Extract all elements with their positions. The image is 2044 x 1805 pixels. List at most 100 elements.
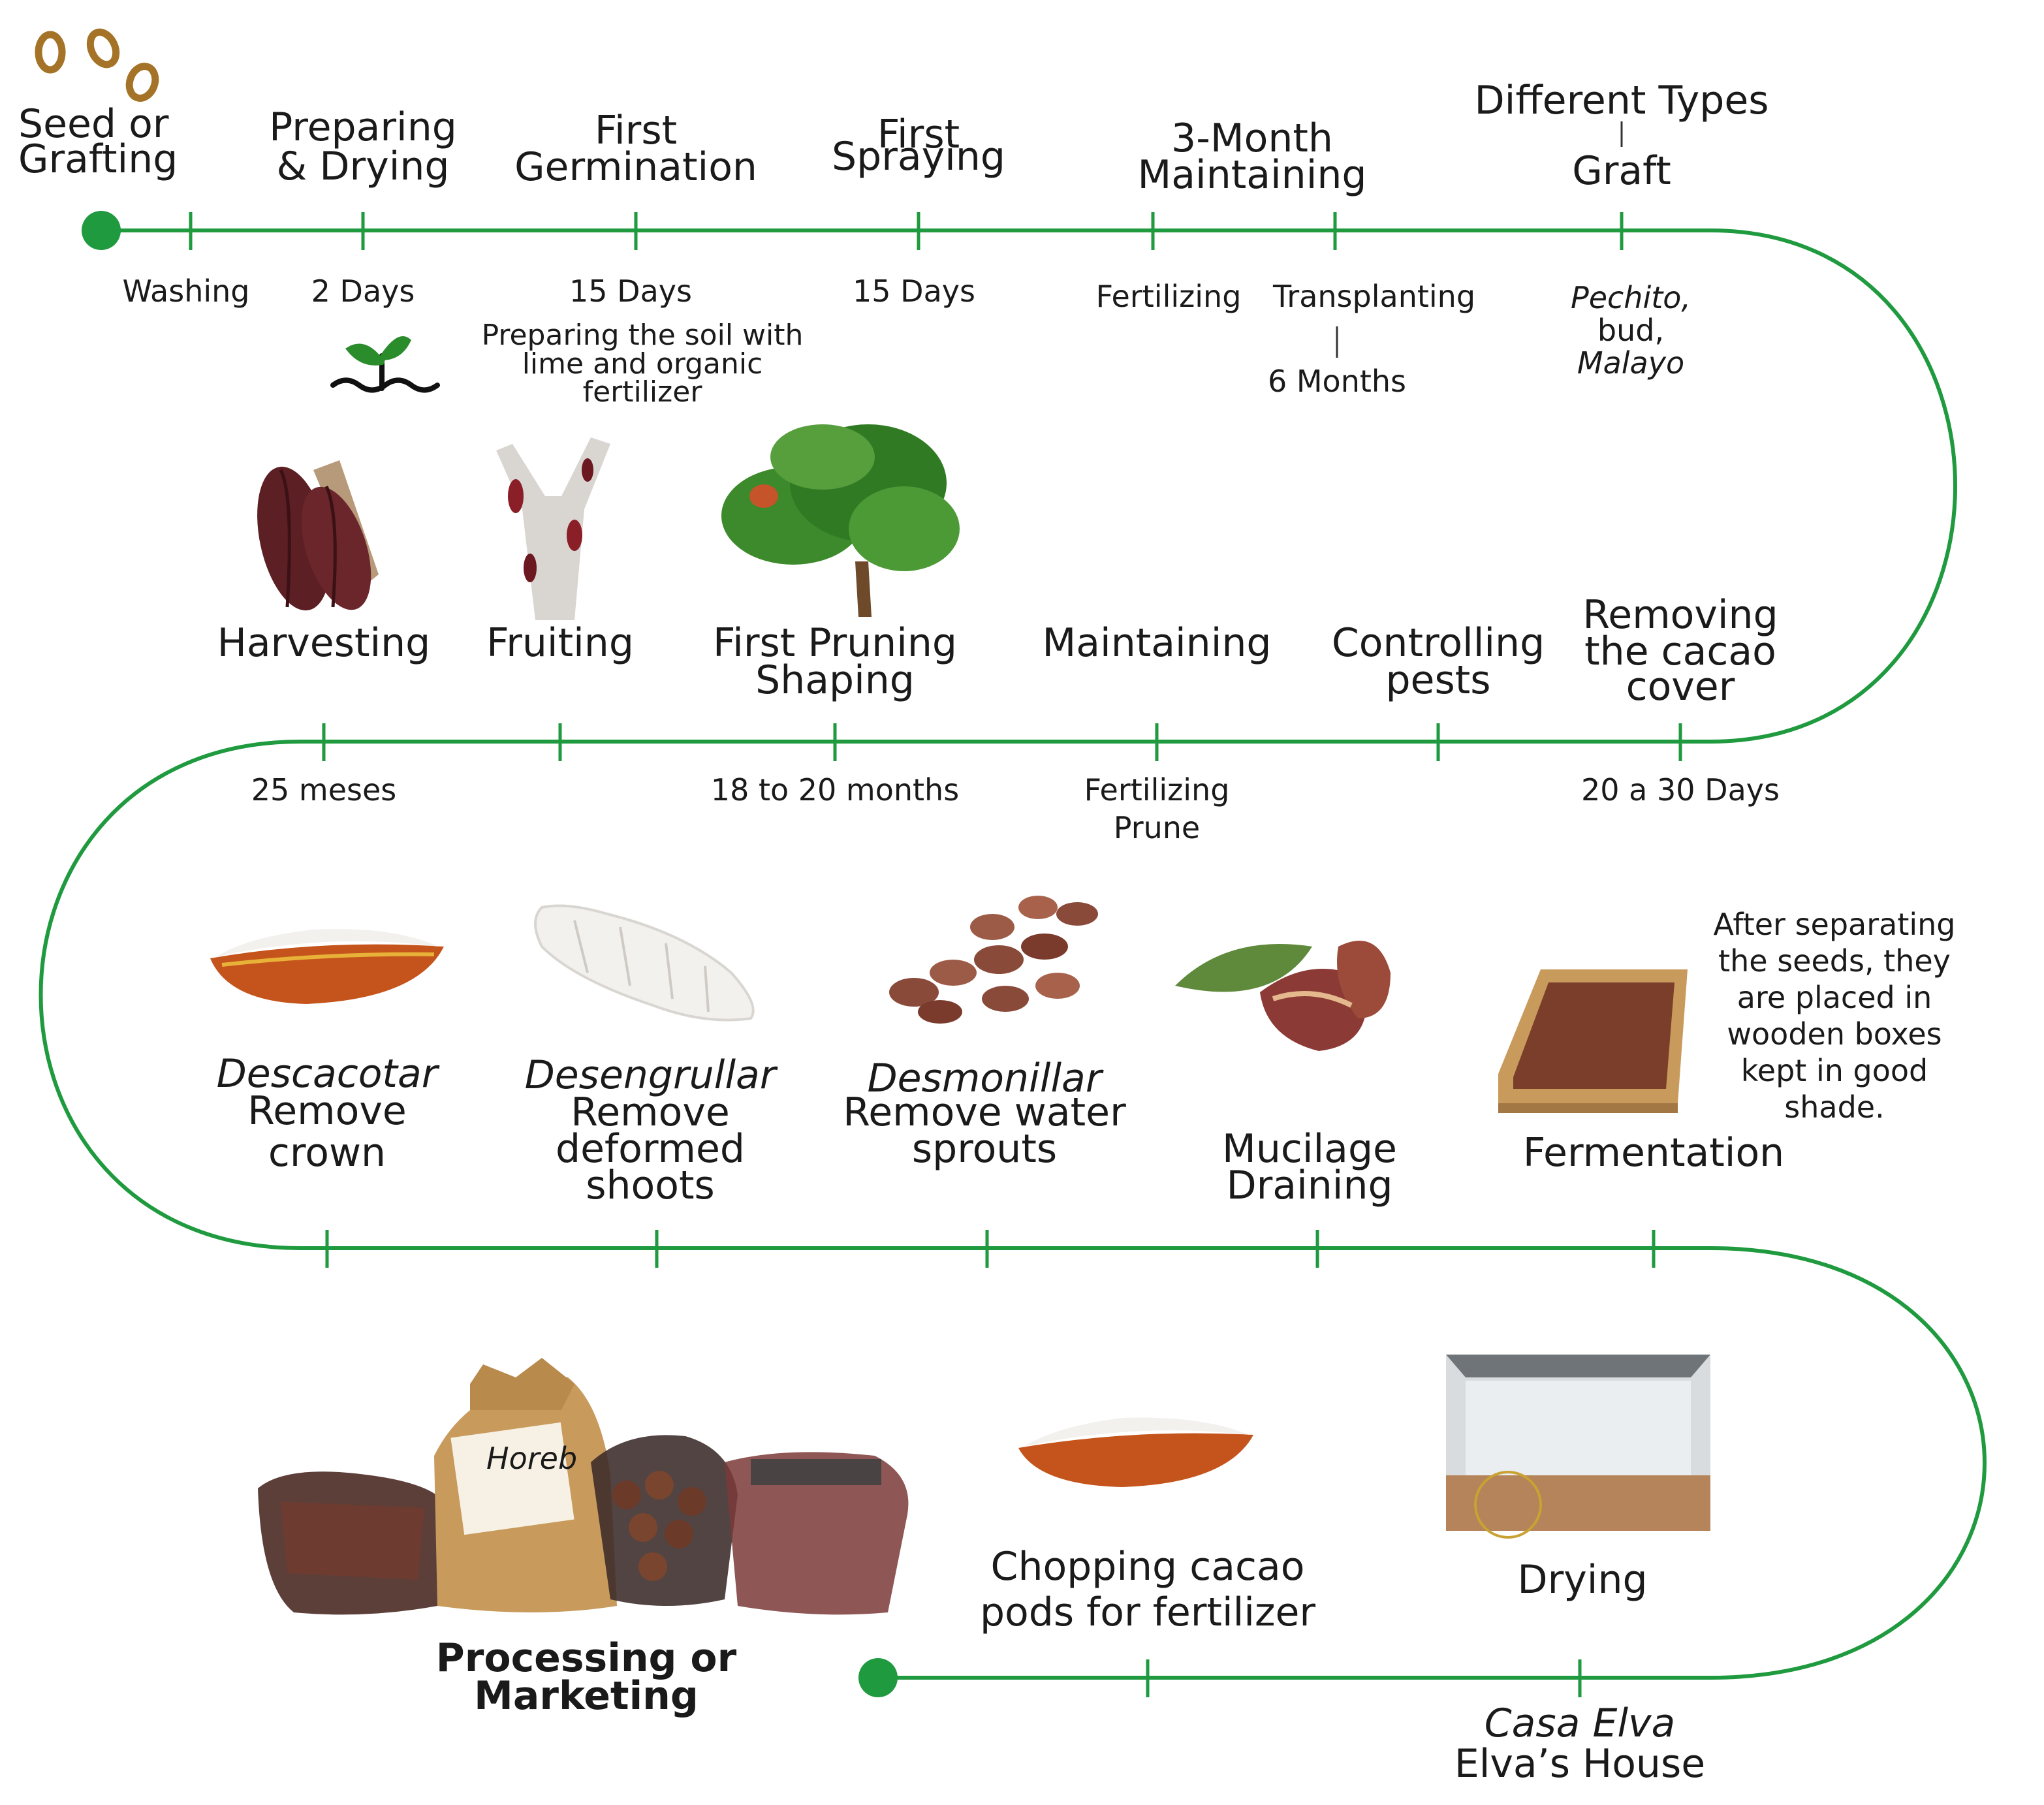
label-line: Remove	[571, 1090, 730, 1135]
label-line: Marketing	[474, 1673, 699, 1719]
row1-details: Washing 2 Days 15 Days Preparing the soi…	[123, 274, 1691, 409]
label-line: pests	[1385, 657, 1490, 703]
start-dot	[82, 211, 121, 250]
stage-harvesting: Harvesting	[217, 620, 431, 666]
stage-fruiting: Fruiting	[486, 620, 634, 666]
stage-desmonillar: Desmonillar Remove water sprouts	[843, 1056, 1126, 1172]
stage-first-pruning: First Pruning Shaping	[713, 620, 957, 703]
white-pulp-image	[534, 904, 755, 1022]
note-line: the seeds, they	[1718, 943, 1951, 979]
label-line: Spraying	[832, 134, 1005, 180]
label-line: shoots	[586, 1163, 715, 1208]
fertilizing-label: Fertilizing	[1096, 279, 1242, 314]
prune-label: Prune	[1114, 810, 1200, 845]
label-line: First Pruning	[713, 620, 957, 666]
cacao-beans-image	[889, 896, 1098, 1024]
cacao-tree-image	[721, 424, 960, 617]
months-label: 18 to 20 months	[711, 772, 959, 808]
malayo-label: Malayo	[1577, 345, 1684, 381]
label-line: Grafting	[18, 136, 178, 182]
label-line: pods for fertilizer	[980, 1590, 1315, 1635]
label-line: sprouts	[912, 1126, 1057, 1172]
label-line: Maintaining	[1042, 620, 1271, 666]
stage-mucilage-draining: Mucilage Draining	[1222, 1126, 1397, 1208]
stage-seed-or-grafting: Seed or Grafting	[18, 101, 178, 182]
label-line: Desengrullar	[525, 1052, 778, 1098]
days-label: 20 a 30 Days	[1581, 772, 1780, 808]
label-line: Fermentation	[1523, 1130, 1784, 1176]
label-line: & Drying	[276, 144, 449, 189]
stage-3-month-maintaining: 3-Month Maintaining	[1137, 116, 1366, 198]
label-line: Remove water	[843, 1090, 1126, 1135]
stage-first-germination: First Germination	[514, 108, 757, 190]
end-dot	[858, 1658, 898, 1697]
cacao-pods-image	[257, 460, 379, 611]
label-line: Harvesting	[217, 620, 431, 666]
meses-label: 25 meses	[251, 772, 397, 808]
label-line: 3-Month	[1171, 116, 1333, 161]
label-line: First	[877, 112, 960, 157]
process-track	[39, 211, 1987, 1697]
label-line: Desmonillar	[867, 1056, 1103, 1101]
stage-chopping-pods: Chopping cacao pods for fertilizer	[980, 1544, 1315, 1635]
fermentation-box-image	[1498, 969, 1688, 1113]
stage-fermentation: Fermentation	[1523, 1130, 1784, 1176]
label-line: Descacotar	[217, 1051, 440, 1097]
bud-label: bud,	[1597, 313, 1664, 348]
note-line: wooden boxes	[1727, 1016, 1942, 1052]
note-line: After separating	[1713, 907, 1955, 942]
products-image: Horeb	[258, 1358, 909, 1615]
fruiting-trunk-image	[496, 437, 610, 620]
stage-first-spraying: First Spraying	[832, 112, 1005, 180]
stage-descacotar: Descacotar Remove crown	[217, 1051, 440, 1176]
note-line: shade.	[1784, 1090, 1884, 1125]
empty-husks-image	[1175, 941, 1391, 1051]
soil-note-line: lime and organic	[522, 347, 763, 381]
label-line: deformed	[556, 1126, 745, 1172]
label-line: crown	[268, 1130, 386, 1176]
label-line: Preparing	[269, 104, 457, 150]
drying-house-image	[1446, 1355, 1710, 1539]
label-line: Mucilage	[1222, 1126, 1397, 1172]
stage-graft: Different Types Graft	[1474, 78, 1769, 194]
washing-label: Washing	[123, 274, 250, 309]
label-line: Removing	[1582, 592, 1778, 638]
brand-label: Horeb	[486, 1441, 577, 1476]
label-line: Casa Elva	[1485, 1701, 1676, 1746]
stage-desengrullar: Desengrullar Remove deformed shoots	[525, 1052, 778, 1208]
track-ticks	[189, 212, 1682, 1697]
label-line: Shaping	[755, 657, 915, 703]
track-path	[39, 228, 1987, 1680]
sprout-icon	[330, 336, 440, 393]
label-line: Germination	[514, 144, 757, 190]
label-line: Elva’s House	[1454, 1741, 1705, 1787]
two-days-label: 2 Days	[311, 274, 415, 309]
stage-casa-elva: Casa Elva Elva’s House	[1454, 1701, 1705, 1787]
label-line: First	[595, 108, 677, 153]
graft-label: Graft	[1572, 148, 1671, 194]
chopped-pod-image	[1018, 1417, 1253, 1487]
graft-types-label: Different Types	[1474, 78, 1769, 123]
pechito-label: Pechito,	[1571, 280, 1691, 315]
stage-maintaining: Maintaining	[1042, 620, 1271, 666]
stage-processing-marketing: Processing or Marketing	[436, 1635, 737, 1719]
label-line: Fruiting	[486, 620, 634, 666]
label-line: Draining	[1226, 1163, 1392, 1208]
transplanting-label: Transplanting	[1272, 279, 1475, 314]
soil-note-line: fertilizer	[583, 375, 703, 409]
row2-details: 25 meses 18 to 20 months Fertilizing Pru…	[251, 772, 1780, 845]
six-months-label: 6 Months	[1268, 364, 1406, 399]
seeds-icon	[35, 28, 159, 102]
label-line: Remove	[247, 1088, 407, 1134]
label-line: Maintaining	[1137, 152, 1366, 198]
stage-preparing-drying: Preparing & Drying	[269, 104, 457, 189]
label-line: the cacao	[1584, 629, 1776, 674]
label-line: Seed or	[18, 101, 169, 147]
stage-controlling-pests: Controlling pests	[1332, 620, 1545, 703]
fifteen-days-label: 15 Days	[853, 274, 975, 309]
note-line: kept in good	[1741, 1053, 1928, 1088]
stage-removing-cover: Removing the cacao cover	[1582, 592, 1778, 710]
label-line: Drying	[1517, 1557, 1647, 1603]
